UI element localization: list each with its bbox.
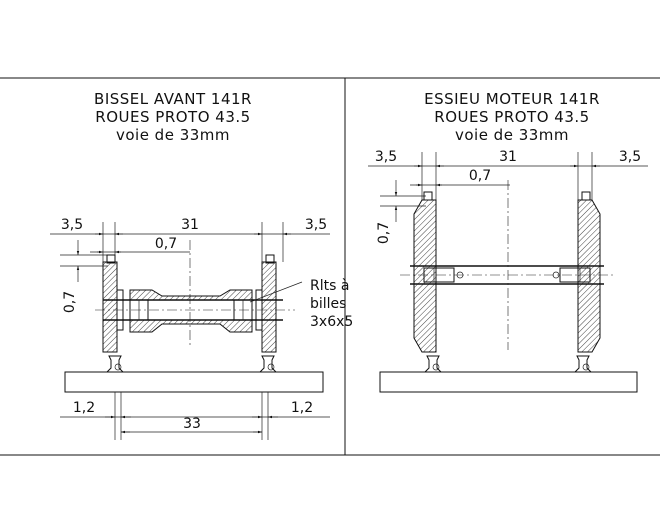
left-dim-track-width: 31 (181, 217, 199, 233)
right-dim-vertical: 0,7 (376, 222, 392, 244)
left-dim-flange-left: 3,5 (61, 217, 83, 233)
left-bearing-label-line3: 3x6x5 (310, 314, 353, 330)
left-drawing: BISSEL AVANT 141R ROUES PROTO 43.5 voie … (50, 90, 353, 440)
right-title-line1: ESSIEU MOTEUR 141R (424, 90, 600, 108)
left-dim-vertical: 0,7 (62, 291, 78, 313)
left-bearing-label-line2: billes (310, 296, 346, 312)
right-dim-offset: 0,7 (469, 168, 491, 184)
left-title-line1: BISSEL AVANT 141R (94, 90, 252, 108)
left-title-line2: ROUES PROTO 43.5 (95, 108, 250, 126)
right-dim-flange-right: 3,5 (619, 149, 641, 165)
right-drawing: ESSIEU MOTEUR 141R ROUES PROTO 43.5 voie… (368, 90, 648, 393)
left-dim-offset: 0,7 (155, 236, 177, 252)
right-title-line3: voie de 33mm (455, 126, 569, 144)
left-dim-rail-right: 1,2 (291, 400, 313, 416)
right-dim-track-width: 31 (499, 149, 517, 165)
left-dim-flange-right: 3,5 (305, 217, 327, 233)
left-bearing-label-line1: Rlts à (310, 278, 349, 294)
right-title-line2: ROUES PROTO 43.5 (434, 108, 589, 126)
left-dim-gauge: 33 (183, 416, 201, 432)
left-dim-rail-left: 1,2 (73, 400, 95, 416)
right-dim-flange-left: 3,5 (375, 149, 397, 165)
left-title-line3: voie de 33mm (116, 126, 230, 144)
